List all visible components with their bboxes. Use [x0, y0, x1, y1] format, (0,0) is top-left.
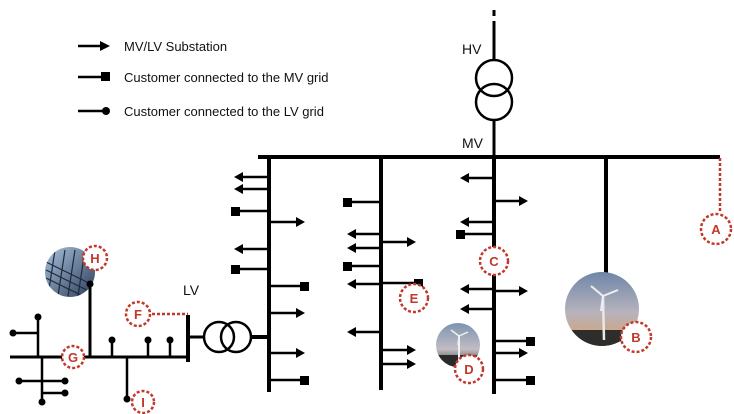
marker-h-label: H [90, 251, 99, 266]
marker-f: F [124, 300, 152, 328]
mv-label: MV [462, 135, 484, 151]
marker-a-label: A [711, 222, 721, 237]
feeder-1-branches [231, 172, 309, 385]
marker-h: H [81, 244, 109, 272]
marker-b-label: B [631, 330, 640, 345]
mv-feeder-1 [231, 157, 309, 392]
marker-e-label: E [410, 291, 419, 306]
marker-a: A [699, 212, 733, 246]
marker-g-label: G [68, 350, 78, 365]
marker-c: C [478, 245, 510, 277]
lv-label: LV [183, 282, 200, 298]
marker-g: G [60, 344, 86, 370]
mv-feeder-2 [343, 157, 423, 390]
legend-lv-customer-label: Customer connected to the LV grid [124, 104, 324, 119]
transformer-icon [474, 58, 514, 122]
legend-substation-label: MV/LV Substation [124, 39, 227, 54]
marker-d-label: D [464, 362, 473, 377]
arrowhead-icon [100, 41, 110, 51]
marker-f-label: F [134, 307, 142, 322]
hv-label: HV [462, 41, 482, 57]
legend-substation-item: MV/LV Substation [78, 39, 227, 54]
hv-supply: HV MV [462, 10, 514, 158]
legend-lv-customer-item: Customer connected to the LV grid [78, 104, 324, 119]
legend-mv-customer-label: Customer connected to the MV grid [124, 70, 329, 85]
marker-b: B [619, 320, 653, 354]
dot-icon [102, 107, 110, 115]
feeder-3-branches [456, 173, 535, 385]
feeder-2-branches [343, 198, 423, 369]
marker-c-label: C [489, 254, 499, 269]
legend-mv-customer-item: Customer connected to the MV grid [78, 70, 329, 85]
legend: MV/LV Substation Customer connected to t… [78, 39, 329, 119]
marker-d: D [453, 353, 485, 385]
marker-i: I [130, 389, 156, 414]
transformer-icon [202, 320, 253, 354]
marker-e: E [398, 282, 430, 314]
lv-network [9, 280, 190, 406]
marker-i-label: I [141, 395, 145, 410]
square-icon [101, 72, 110, 81]
